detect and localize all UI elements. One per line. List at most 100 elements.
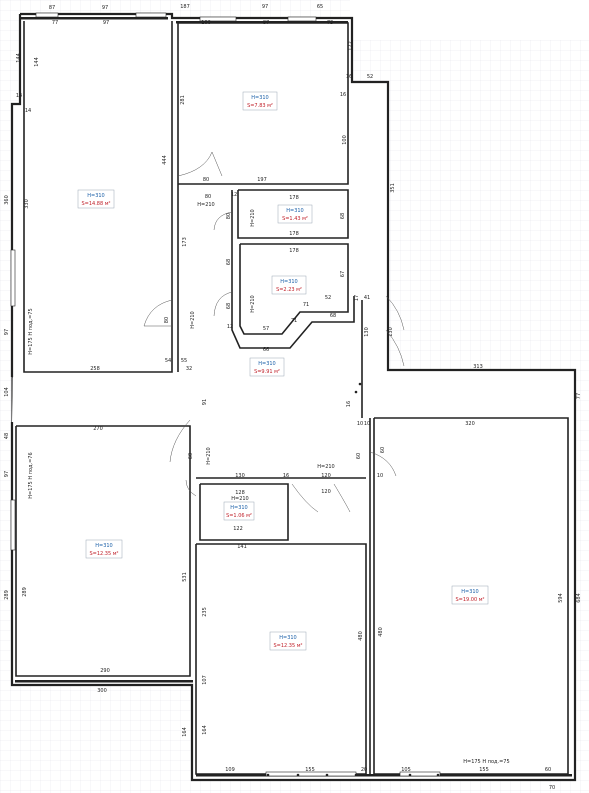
dim-label: H=175 xyxy=(28,481,34,499)
dim-label: 351 xyxy=(390,183,396,193)
outer-walls xyxy=(10,12,577,782)
dim-label: 155 xyxy=(305,767,315,773)
dim-label: 60 xyxy=(188,453,194,459)
dim-label: 80 xyxy=(226,213,232,219)
dim-label: 32 xyxy=(186,366,192,372)
room-height: H=310 xyxy=(286,208,304,214)
room-height: H=310 xyxy=(95,543,113,549)
dim-label: 531 xyxy=(182,572,188,582)
dim-label: 52 xyxy=(325,295,331,301)
dim-label: 178 xyxy=(289,248,299,254)
dim-label: 97 xyxy=(4,329,10,335)
dim-label: 54 xyxy=(165,358,171,364)
dim-label: 71 xyxy=(291,318,297,324)
dim-label: 594 xyxy=(558,593,564,603)
room-area: S=9.91 м² xyxy=(254,369,280,375)
dim-label: 684 xyxy=(576,593,582,603)
dim-label: 52 xyxy=(367,74,373,80)
dim-label: 60 xyxy=(356,453,362,459)
dim-label: 68 xyxy=(330,313,336,319)
room-label-r5: H=310 S=9.91 м² xyxy=(249,357,285,377)
dim-label: 70 xyxy=(549,785,555,791)
dim-label: 109 xyxy=(225,767,235,773)
dim-label: 91 xyxy=(202,399,208,405)
dim-label: 67 xyxy=(340,271,346,277)
dim-label: 73 xyxy=(327,20,333,26)
dim-label: 55 xyxy=(181,358,187,364)
dim-label: 97 xyxy=(103,20,109,26)
room-label-r3: H=310 S=1.43 м² xyxy=(277,204,313,224)
dim-label: 16 xyxy=(283,473,289,479)
dim-label: 130 xyxy=(364,327,370,337)
room-height: H=310 xyxy=(461,589,479,595)
dim-label: 173 xyxy=(182,237,188,247)
room-label-r4: H=310 S=2.23 м² xyxy=(271,275,307,295)
dim-label: 330 xyxy=(24,199,30,209)
dim-label: 281 xyxy=(180,95,186,105)
dim-label: 80 xyxy=(203,177,209,183)
dim-label: H=175 xyxy=(463,759,481,765)
dim-label: 60 xyxy=(545,767,551,773)
room-height: H=310 xyxy=(251,95,269,101)
dim-label: 164 xyxy=(202,725,208,735)
dim-label: 480 xyxy=(378,627,384,637)
doors xyxy=(143,151,405,513)
dim-label: 14 xyxy=(25,108,31,114)
dim-label: 320 xyxy=(465,421,475,427)
dim-label: 178 xyxy=(289,195,299,201)
dim-label: 10 xyxy=(364,421,370,427)
dim-label: 313 xyxy=(473,364,483,370)
room-height: H=310 xyxy=(280,279,298,285)
dim-label: 97 xyxy=(4,471,10,477)
dim-label: 20 xyxy=(361,767,367,773)
dim-label: 80 xyxy=(205,194,211,200)
dim-label: 65 xyxy=(317,4,323,10)
dim-label: 68 xyxy=(226,303,232,309)
room-label-r8: H=310 S=12.35 м² xyxy=(269,631,307,651)
dim-label: H=210 xyxy=(250,295,256,313)
room-area: S=1.06 м² xyxy=(226,513,252,519)
dim-label: 100 xyxy=(201,20,211,26)
dim-label: H=210 xyxy=(231,496,249,502)
dim-label: 16 xyxy=(346,401,352,407)
dim-label: 144 xyxy=(16,53,22,63)
dim-label: H=210 xyxy=(190,311,196,329)
dim-label: 48 xyxy=(4,433,10,439)
dim-label: 77 xyxy=(576,393,582,399)
dim-label: 120 xyxy=(321,473,331,479)
dim-label: 258 xyxy=(90,366,100,372)
dim-label: 178 xyxy=(289,231,299,237)
dim-label: H=210 xyxy=(206,447,212,465)
dim-label: H=175 xyxy=(28,337,34,355)
window-markers xyxy=(266,382,440,777)
dim-label: 300 xyxy=(97,688,107,694)
room-area: S=2.23 м² xyxy=(276,287,302,293)
dim-label: 77 xyxy=(52,20,58,26)
dim-label: 68 xyxy=(226,259,232,265)
dim-label: H под.=76 xyxy=(28,452,34,479)
dim-label: 290 xyxy=(100,668,110,674)
dim-label: 122 xyxy=(348,41,354,51)
dim-label: 10 xyxy=(357,421,363,427)
room-area: S=12.35 м² xyxy=(89,551,118,557)
dim-label: 164 xyxy=(182,727,188,737)
dim-label: 187 xyxy=(180,4,190,10)
dim-label: 235 xyxy=(202,607,208,617)
dim-label: 289 xyxy=(22,587,28,597)
dim-label: 17 xyxy=(354,295,360,301)
dim-label: 97 xyxy=(102,5,108,11)
dim-label: H=210 xyxy=(317,464,335,470)
dim-label: 107 xyxy=(202,675,208,685)
dim-label: 41 xyxy=(364,295,370,301)
dim-label: 71 xyxy=(303,302,309,308)
room-label-r6: H=310 S=12.35 м² xyxy=(85,539,123,559)
room-label-r2: H=310 S=7.83 м² xyxy=(242,91,278,111)
dim-label: 87 xyxy=(49,5,55,11)
dim-label: 14 xyxy=(16,93,22,99)
room-area: S=12.35 м² xyxy=(273,643,302,649)
dim-label: H под.=75 xyxy=(482,759,509,765)
room-label-r1: H=310 S=14.88 м² xyxy=(77,189,115,209)
dim-label: 66 xyxy=(263,347,269,353)
dim-label: H под.=75 xyxy=(28,308,34,335)
